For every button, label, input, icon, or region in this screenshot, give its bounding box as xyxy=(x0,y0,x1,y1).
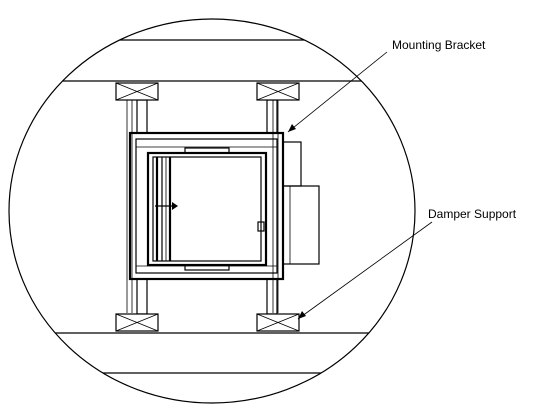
mounting-bracket-label: Mounting Bracket xyxy=(392,38,486,52)
detail-circle xyxy=(8,18,416,404)
damper-support-leader xyxy=(297,221,433,320)
top-right-clamp xyxy=(256,82,300,101)
mounting-bracket-leader xyxy=(287,51,388,133)
top-left-clamp xyxy=(115,82,159,101)
bottom-left-support xyxy=(115,313,159,332)
actuator-housing xyxy=(282,141,320,265)
damper-body xyxy=(146,147,268,271)
damper-support-label: Damper Support xyxy=(428,207,517,221)
bottom-right-support xyxy=(256,313,300,332)
